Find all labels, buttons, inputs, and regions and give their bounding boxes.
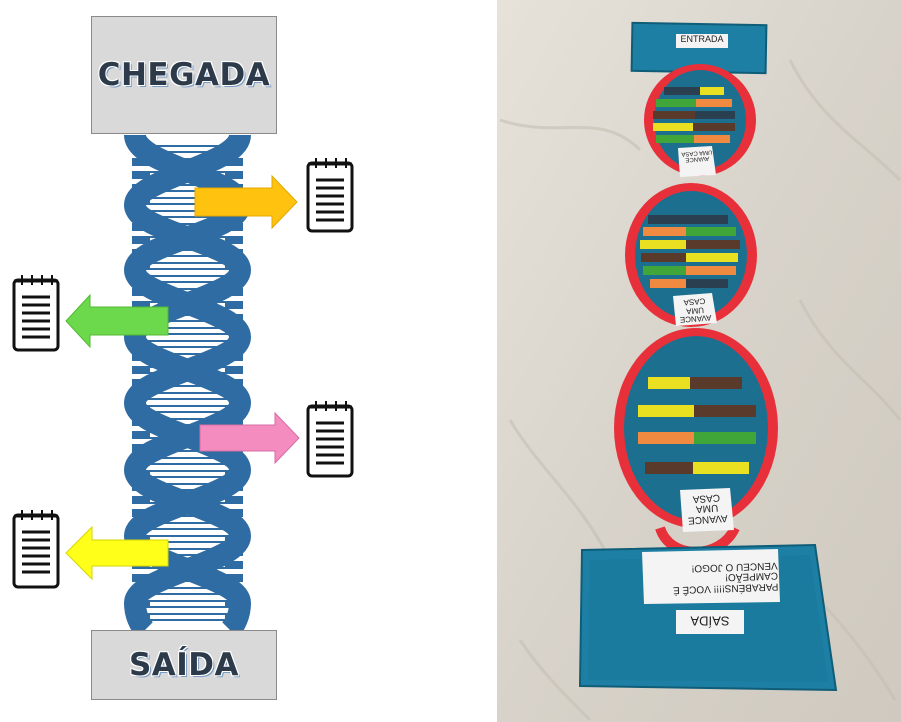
chegada-box: CHEGADA (91, 16, 277, 134)
avance-card-1: AVANCE UMA CASA (680, 148, 715, 163)
entrada-label: ENTRADA (676, 35, 728, 44)
congrats-card: PARABÉNS!!!! VOCÊ É CAMPEÃO! VENCEU O JO… (643, 551, 779, 604)
avance-card-2: AVANCE UMA CASA (675, 296, 715, 324)
helix-rung-gap (150, 394, 225, 398)
helix-rung-gap (150, 407, 225, 411)
notepad-icon (14, 275, 58, 350)
helix-rung-gap (150, 472, 225, 476)
helix-rung-gap (150, 277, 225, 281)
helix-rung-gap (150, 602, 225, 606)
chegada-label: CHEGADA (98, 57, 271, 93)
saida-box: SAÍDA (91, 630, 277, 700)
helix-rung-gap (150, 459, 225, 463)
arrow-left-yellow (66, 527, 168, 579)
helix-rung-gap (150, 615, 225, 619)
helix-rung-gap (150, 264, 225, 268)
saida-label: SAÍDA (129, 647, 239, 683)
avance-card-3: AVANCE UMA CASA (682, 490, 732, 525)
saida-photo-label: SAÍDA (676, 614, 744, 628)
notepad-icon (308, 158, 352, 231)
notepad-icon (14, 510, 58, 587)
notepad-icon (308, 401, 352, 476)
helix-rung-gap (150, 342, 225, 346)
